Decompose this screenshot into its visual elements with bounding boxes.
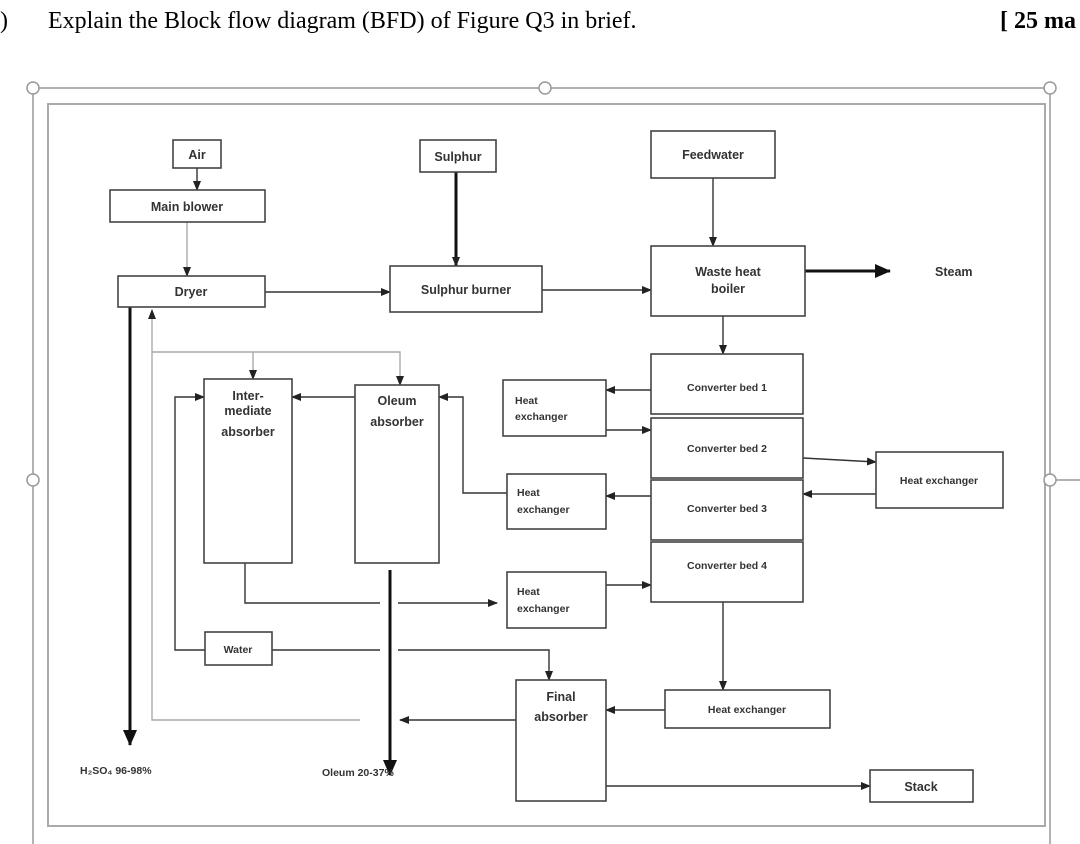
svg-text:Heat: Heat	[515, 395, 538, 407]
block-heat-exchanger-4: Heat exchanger	[506, 571, 607, 629]
svg-text:Converter bed 4: Converter bed 4	[687, 560, 767, 572]
svg-text:Converter bed 2: Converter bed 2	[687, 443, 767, 455]
svg-text:Oleum: Oleum	[378, 394, 417, 408]
svg-text:Water: Water	[224, 644, 253, 656]
block-final-absorber: Final absorber	[515, 679, 607, 802]
block-converter-bed-2: Converter bed 2	[650, 417, 804, 479]
block-converter-bed-3: Converter bed 3	[650, 479, 804, 541]
block-oleum-absorber: Oleum absorber	[354, 384, 440, 564]
svg-text:Converter bed 1: Converter bed 1	[687, 382, 767, 394]
block-stack: Stack	[869, 769, 974, 803]
svg-text:Sulphur: Sulphur	[434, 150, 481, 164]
block-waste-heat-boiler: Waste heat boiler	[650, 245, 806, 317]
svg-text:boiler: boiler	[711, 282, 745, 296]
block-converter-bed-4: Converter bed 4	[650, 541, 804, 603]
svg-text:absorber: absorber	[221, 425, 275, 439]
svg-text:exchanger: exchanger	[517, 603, 570, 615]
svg-text:Sulphur burner: Sulphur burner	[421, 283, 511, 297]
flow-arrows	[123, 168, 891, 790]
block-heat-exchanger-5: Heat exchanger	[664, 689, 831, 729]
resize-handle[interactable]	[26, 473, 40, 487]
svg-text:Inter-: Inter-	[232, 389, 263, 403]
block-converter-bed-1: Converter bed 1	[650, 353, 804, 415]
resize-handle[interactable]	[1043, 473, 1057, 487]
h2so4-product-label: H₂SO₄ 96-98%	[80, 765, 152, 777]
question-number: )	[0, 8, 8, 34]
svg-text:Air: Air	[188, 148, 206, 162]
svg-text:exchanger: exchanger	[515, 411, 568, 423]
block-heat-exchanger-1: Heat exchanger	[502, 379, 607, 437]
steam-label: Steam	[935, 265, 973, 279]
block-heat-exchanger-3: Heat exchanger	[506, 473, 607, 530]
resize-handle[interactable]	[538, 81, 552, 95]
svg-text:Final: Final	[546, 690, 575, 704]
block-sulphur-burner: Sulphur burner	[389, 265, 543, 313]
svg-text:Dryer: Dryer	[175, 285, 208, 299]
svg-text:Heat exchanger: Heat exchanger	[708, 704, 786, 716]
svg-text:Stack: Stack	[904, 780, 937, 794]
svg-text:mediate: mediate	[224, 404, 271, 418]
resize-handle[interactable]	[1043, 81, 1057, 95]
block-main-blower: Main blower	[109, 189, 266, 223]
question-text: Explain the Block flow diagram (BFD) of …	[48, 8, 637, 34]
oleum-product-label: Oleum 20-37%	[322, 767, 394, 779]
resize-handle[interactable]	[26, 81, 40, 95]
svg-text:Waste heat: Waste heat	[695, 265, 761, 279]
svg-text:exchanger: exchanger	[517, 504, 570, 516]
block-water: Water	[204, 631, 273, 666]
svg-text:Converter bed 3: Converter bed 3	[687, 503, 767, 515]
block-intermediate-absorber: Inter- mediate absorber	[203, 378, 293, 564]
image-selection-frame[interactable]	[26, 81, 1080, 844]
block-dryer: Dryer	[117, 275, 266, 308]
block-sulphur: Sulphur	[419, 139, 497, 173]
svg-text:Feedwater: Feedwater	[682, 148, 744, 162]
svg-text:Main blower: Main blower	[151, 200, 223, 214]
svg-text:absorber: absorber	[534, 710, 588, 724]
svg-text:Heat exchanger: Heat exchanger	[900, 475, 978, 487]
block-feedwater: Feedwater	[650, 130, 776, 179]
svg-text:absorber: absorber	[370, 415, 424, 429]
block-air: Air	[172, 139, 222, 169]
svg-text:Heat: Heat	[517, 487, 540, 499]
block-heat-exchanger-2: Heat exchanger	[875, 451, 1004, 509]
svg-text:Heat: Heat	[517, 586, 540, 598]
question-marks: [ 25 ma	[1000, 8, 1076, 34]
